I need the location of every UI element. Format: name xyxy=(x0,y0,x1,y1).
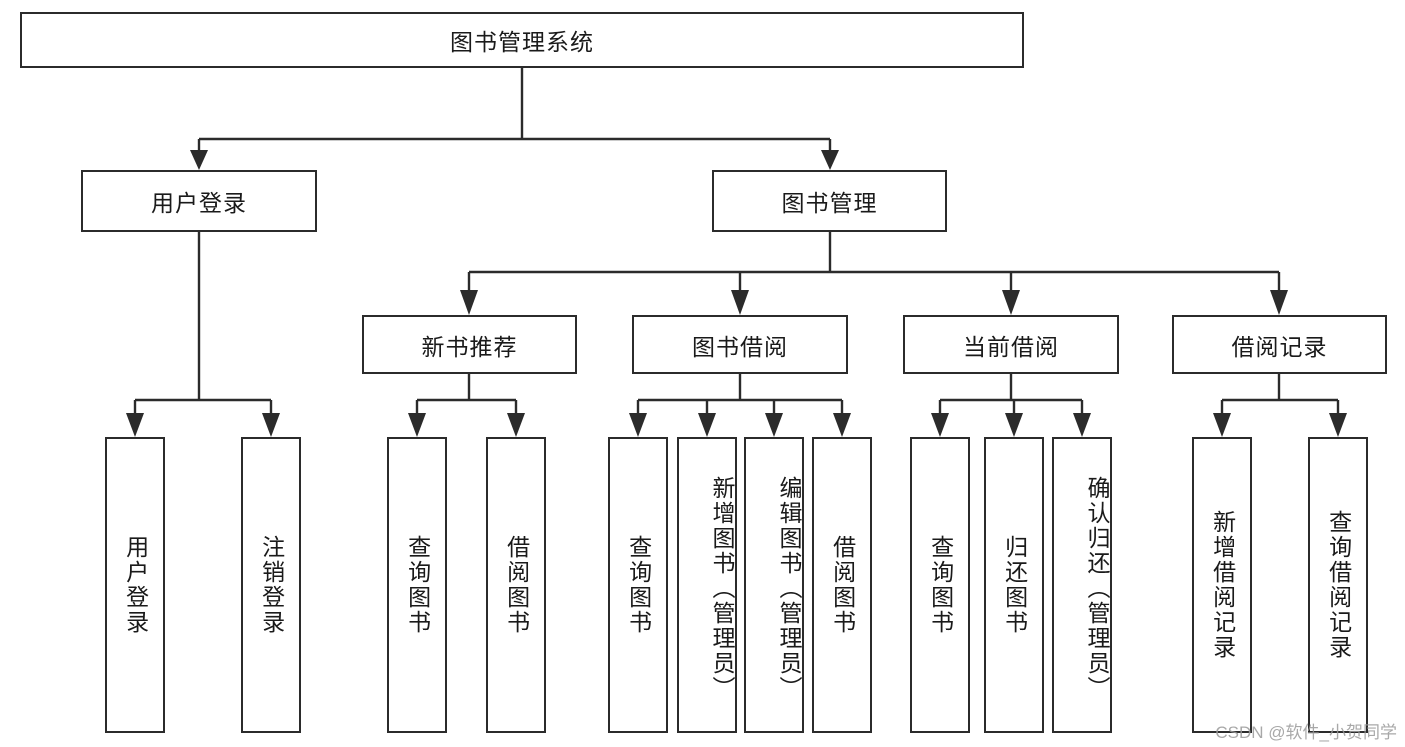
leaf-query-book-3-label: 查询图书 xyxy=(927,535,954,635)
arrow-leaf-borrow-book-2 xyxy=(833,413,851,437)
leaf-query-book-1[interactable]: 查询图书 xyxy=(387,437,447,733)
arrow-leaf-user-logout xyxy=(262,413,280,437)
arrow-leaf-query-book-3 xyxy=(931,413,949,437)
arrow-leaf-query-book-1 xyxy=(408,413,426,437)
leaf-query-book-3[interactable]: 查询图书 xyxy=(910,437,970,733)
leaf-add-book-label: 新增图书（管理员） xyxy=(709,475,735,701)
node-current-borrow-label: 当前借阅 xyxy=(963,333,1059,360)
arrow-leaf-confirm-return xyxy=(1073,413,1091,437)
node-new-book-recommend-label: 新书推荐 xyxy=(421,333,518,360)
arrow-leaf-borrow-book-1 xyxy=(507,413,525,437)
leaf-user-login[interactable]: 用户登录 xyxy=(105,437,165,733)
leaf-borrow-book-2[interactable]: 借阅图书 xyxy=(812,437,872,733)
leaf-query-record[interactable]: 查询借阅记录 xyxy=(1308,437,1368,733)
leaf-borrow-book-2-label: 借阅图书 xyxy=(829,535,856,635)
leaf-confirm-return-label: 确认归还（管理员） xyxy=(1084,475,1110,701)
node-root[interactable]: 图书管理系统 xyxy=(20,12,1024,68)
node-borrow-record-label: 借阅记录 xyxy=(1231,333,1328,360)
leaf-edit-book-label: 编辑图书（管理员） xyxy=(776,475,802,701)
watermark: CSDN @软件_小贺同学 xyxy=(1215,723,1397,742)
arrow-user-login xyxy=(190,150,208,170)
arrow-leaf-edit-book xyxy=(765,413,783,437)
node-book-borrow-label: 图书借阅 xyxy=(692,333,788,360)
arrow-leaf-add-book xyxy=(698,413,716,437)
arrow-leaf-query-book-2 xyxy=(629,413,647,437)
node-book-manage-label: 图书管理 xyxy=(781,190,878,216)
arrow-leaf-user-login xyxy=(126,413,144,437)
leaf-edit-book[interactable]: 编辑图书（管理员） xyxy=(744,437,804,733)
node-book-manage[interactable]: 图书管理 xyxy=(712,170,947,232)
leaf-add-record[interactable]: 新增借阅记录 xyxy=(1192,437,1252,733)
arrow-leaf-query-record xyxy=(1329,413,1347,437)
leaf-borrow-book-1[interactable]: 借阅图书 xyxy=(486,437,546,733)
node-borrow-record[interactable]: 借阅记录 xyxy=(1172,315,1387,374)
leaf-query-book-1-label: 查询图书 xyxy=(404,535,431,635)
leaf-return-book[interactable]: 归还图书 xyxy=(984,437,1044,733)
leaf-confirm-return[interactable]: 确认归还（管理员） xyxy=(1052,437,1112,733)
arrow-book-borrow xyxy=(731,290,749,315)
node-current-borrow[interactable]: 当前借阅 xyxy=(903,315,1119,374)
leaf-add-record-label: 新增借阅记录 xyxy=(1209,510,1236,660)
leaf-query-book-2-label: 查询图书 xyxy=(625,535,652,635)
arrow-borrow-record xyxy=(1270,290,1288,315)
arrow-current-borrow xyxy=(1002,290,1020,315)
arrow-leaf-add-record xyxy=(1213,413,1231,437)
leaf-query-book-2[interactable]: 查询图书 xyxy=(608,437,668,733)
leaf-query-record-label: 查询借阅记录 xyxy=(1325,510,1352,660)
leaf-user-logout-label: 注销登录 xyxy=(258,535,285,635)
leaf-user-login-label: 用户登录 xyxy=(122,535,149,635)
arrow-new-book-recommend xyxy=(460,290,478,315)
leaf-return-book-label: 归还图书 xyxy=(1001,535,1028,635)
arrow-book-manage xyxy=(821,150,839,170)
leaf-user-logout[interactable]: 注销登录 xyxy=(241,437,301,733)
node-user-login[interactable]: 用户登录 xyxy=(81,170,317,232)
node-book-borrow[interactable]: 图书借阅 xyxy=(632,315,848,374)
node-new-book-recommend[interactable]: 新书推荐 xyxy=(362,315,577,374)
arrow-leaf-return-book xyxy=(1005,413,1023,437)
node-root-label: 图书管理系统 xyxy=(450,29,594,55)
node-user-login-label: 用户登录 xyxy=(151,190,247,216)
leaf-add-book[interactable]: 新增图书（管理员） xyxy=(677,437,737,733)
leaf-borrow-book-1-label: 借阅图书 xyxy=(503,535,530,635)
